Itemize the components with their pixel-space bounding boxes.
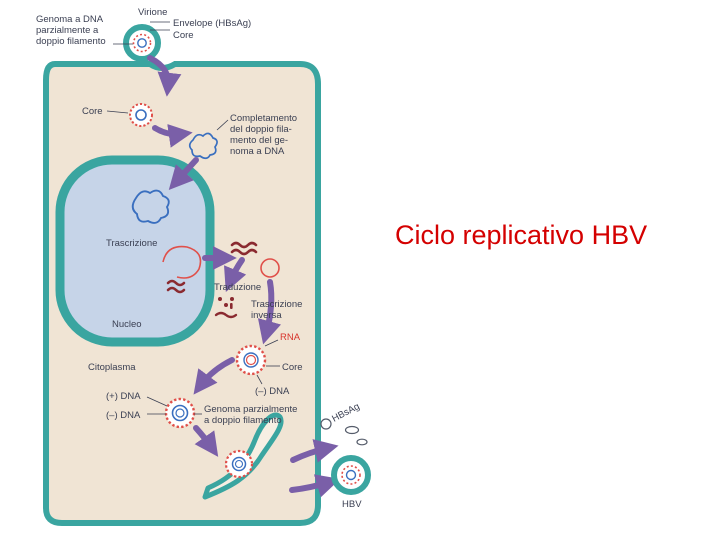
virion-top [123,24,161,62]
label-trascrizione-inversa-l1: Trascrizione [251,299,302,310]
label-completamento-l4: noma a DNA [230,146,285,157]
translation-products [218,297,234,309]
label-genome-l1: Genoma a DNA [36,14,104,25]
core-in-er [224,449,254,479]
arrow-to-completion [152,123,193,148]
label-envelope: Envelope (HBsAg) [173,18,251,29]
arrow-reverse-transcription [193,357,235,395]
label-completamento-l1: Completamento [230,113,297,124]
label-completamento-l2: del doppio fila- [230,124,292,135]
label-genome-l3: doppio filamento [36,36,106,47]
label-virione: Virione [138,7,167,18]
arrow-translation [224,257,247,292]
label-core-top: Core [173,30,194,41]
arrow-to-capsid [257,279,282,345]
label-rna: RNA [280,332,301,343]
cytoplasm-rna-loop [260,258,280,278]
nucleus [55,155,215,347]
arrow-hbsag-release [290,439,339,463]
label-plus-dna: (+) DNA [106,391,141,402]
cccdna [131,189,170,224]
core-with-dna [164,397,196,429]
arrow-to-nucleus [168,157,199,191]
label-hbsag: HBsAg [330,401,361,425]
label-minus-dna-1: (–) DNA [255,386,290,397]
label-trascrizione-inversa-l2: inversa [251,310,282,321]
core-with-rna [235,344,267,376]
label-genome-l2: parzialmente a [36,25,99,36]
label-completamento-l3: mento del ge- [230,135,288,146]
core-particle [129,103,153,127]
arrow-hbv-release [289,474,341,498]
arrow-to-er [193,425,219,457]
label-genoma-parz-l2: a doppio filamento [204,415,282,426]
label-core-mid: Core [82,106,103,117]
label-trascrizione: Trascrizione [106,238,157,249]
label-traduzione: Traduzione [214,282,261,293]
label-nucleo: Nucleo [112,319,142,330]
pregenomic-rna [162,245,202,279]
label-citoplasma: Citoplasma [88,362,136,373]
hbv-virion-released [331,455,371,495]
slide-title: Ciclo replicativo HBV [395,220,648,250]
label-minus-dna-2: (–) DNA [106,410,141,421]
label-genoma-parz-l1: Genoma parzialmente [204,404,297,415]
hbsag-particles [320,418,368,446]
label-hbv: HBV [342,499,362,510]
arrow-entry [147,55,182,97]
label-core-right: Core [282,362,303,373]
free-dna [188,132,218,160]
